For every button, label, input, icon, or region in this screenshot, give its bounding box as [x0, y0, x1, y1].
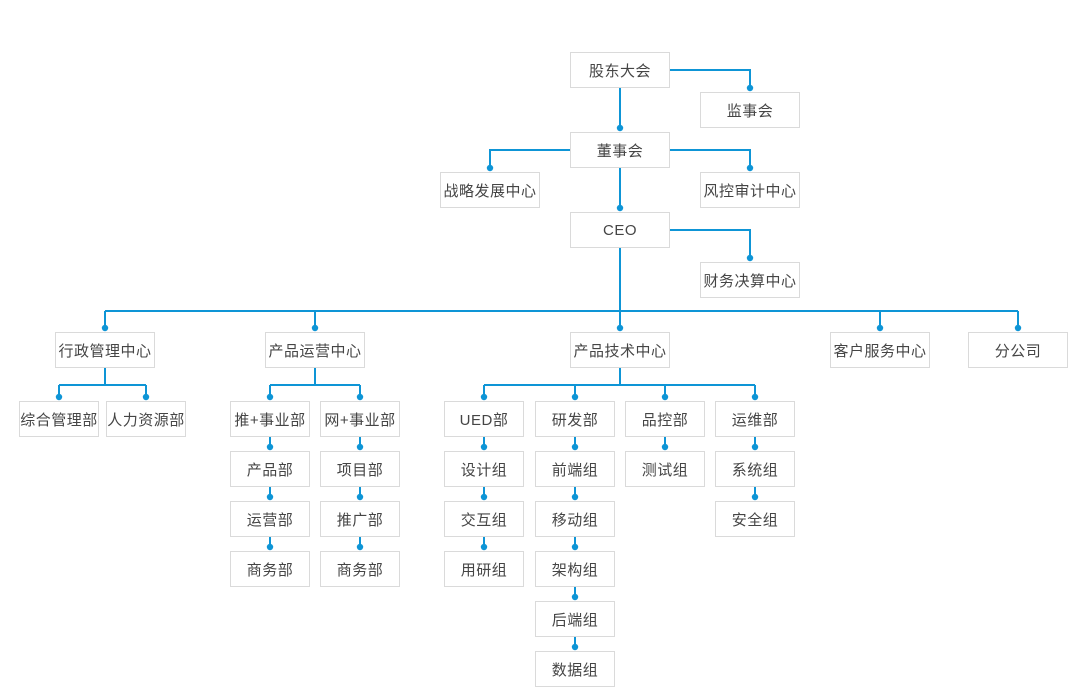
- org-node-qc: 品控部: [625, 401, 705, 437]
- org-node-yunying: 运营部: [230, 501, 310, 537]
- org-node-risk: 风控审计中心: [700, 172, 800, 208]
- org-node-hr: 人力资源部: [106, 401, 186, 437]
- org-node-shangwu2: 商务部: [320, 551, 400, 587]
- org-node-ceo: CEO: [570, 212, 670, 248]
- org-node-strategy: 战略发展中心: [440, 172, 540, 208]
- org-node-tuiguang: 推广部: [320, 501, 400, 537]
- org-node-rd: 研发部: [535, 401, 615, 437]
- org-node-board: 董事会: [570, 132, 670, 168]
- org-node-houduan: 后端组: [535, 601, 615, 637]
- org-node-shareholders: 股东大会: [570, 52, 670, 88]
- org-node-tech: 产品技术中心: [570, 332, 670, 368]
- org-node-yongyan: 用研组: [444, 551, 524, 587]
- org-node-admin: 行政管理中心: [55, 332, 155, 368]
- org-node-qianduan: 前端组: [535, 451, 615, 487]
- org-node-yidong: 移动组: [535, 501, 615, 537]
- org-node-xiangmu: 项目部: [320, 451, 400, 487]
- org-node-ued: UED部: [444, 401, 524, 437]
- org-node-general: 综合管理部: [19, 401, 99, 437]
- org-node-finance: 财务决算中心: [700, 262, 800, 298]
- org-node-tui: 推+事业部: [230, 401, 310, 437]
- org-node-jiagou: 架构组: [535, 551, 615, 587]
- org-node-om: 运维部: [715, 401, 795, 437]
- org-node-shuju: 数据组: [535, 651, 615, 687]
- org-node-supervisory: 监事会: [700, 92, 800, 128]
- org-node-xitong: 系统组: [715, 451, 795, 487]
- org-node-service: 客户服务中心: [830, 332, 930, 368]
- org-node-operation: 产品运营中心: [265, 332, 365, 368]
- org-node-ceshi: 测试组: [625, 451, 705, 487]
- org-node-wang: 网+事业部: [320, 401, 400, 437]
- org-node-sheji: 设计组: [444, 451, 524, 487]
- org-node-anquan: 安全组: [715, 501, 795, 537]
- org-node-product: 产品部: [230, 451, 310, 487]
- org-node-jiaohu: 交互组: [444, 501, 524, 537]
- org-node-branch: 分公司: [968, 332, 1068, 368]
- org-node-shangwu1: 商务部: [230, 551, 310, 587]
